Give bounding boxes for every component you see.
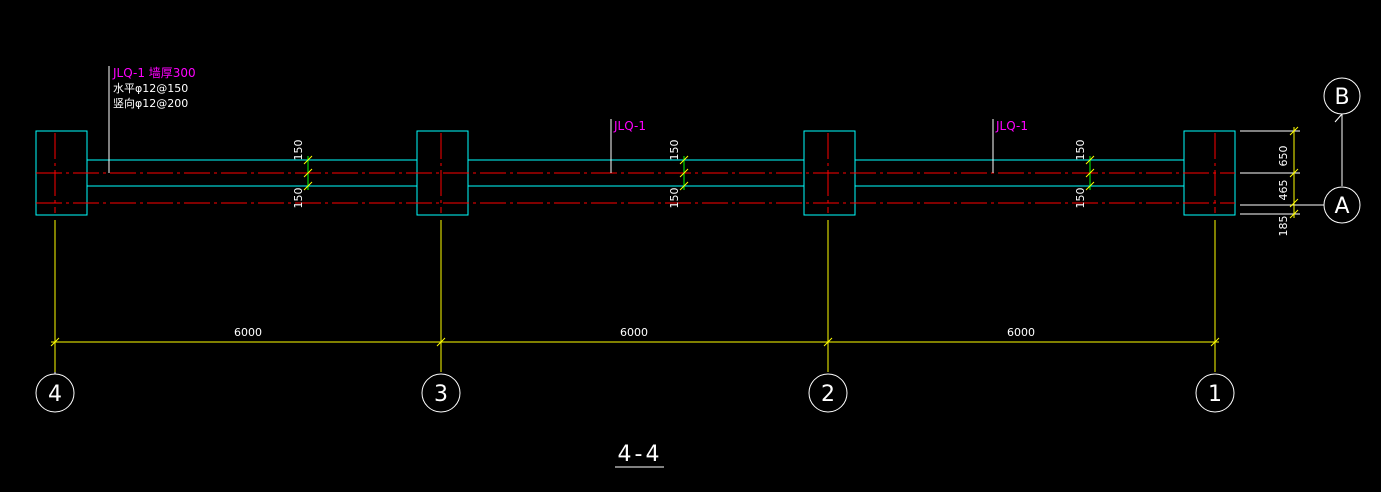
- axis-label-2: 2: [821, 382, 835, 407]
- axis-bubble-a: A: [1240, 186, 1361, 224]
- wall-note-line3: 竖向φ12@200: [113, 96, 188, 110]
- axis-label-a: A: [1334, 194, 1349, 219]
- span-dim-3: 6000: [1007, 326, 1035, 339]
- span-dimension-line: [50, 337, 1220, 347]
- right-dim-185: 185: [1277, 216, 1290, 237]
- right-dim-465: 465: [1277, 180, 1290, 201]
- wall-thickness-dim-1: 150 150: [292, 140, 313, 209]
- wall-thickness-dim-3: 150 150: [1074, 140, 1095, 209]
- axis-bubble-3: 3: [421, 373, 461, 413]
- wall-tag-1: JLQ-1: [613, 119, 646, 133]
- axis-bubble-1: 1: [1195, 373, 1235, 413]
- centerlines: [36, 133, 1235, 213]
- axis-bubble-4: 4: [35, 372, 75, 413]
- right-dimension-chain: [1240, 126, 1300, 219]
- axis-label-3: 3: [434, 382, 448, 407]
- axis-label-b: B: [1334, 85, 1349, 110]
- wall-tag-2: JLQ-1: [995, 119, 1028, 133]
- wall-dim-lower-1: 150: [292, 188, 305, 209]
- wall-dim-upper-3: 150: [1074, 140, 1087, 161]
- wall-thickness-dim-2: 150 150: [668, 140, 689, 209]
- span-dim-2: 6000: [620, 326, 648, 339]
- axis-label-1: 1: [1208, 382, 1222, 407]
- wall-note-line1: JLQ-1 墙厚300: [112, 66, 196, 80]
- section-title: 4-4: [618, 442, 663, 467]
- axis-bubble-b: B: [1323, 77, 1361, 186]
- wall-dim-lower-2: 150: [668, 188, 681, 209]
- axis-bubble-2: 2: [808, 373, 848, 413]
- wall-dim-upper-2: 150: [668, 140, 681, 161]
- span-dim-1: 6000: [234, 326, 262, 339]
- wall-outline: [87, 159, 1184, 187]
- wall-dim-lower-3: 150: [1074, 188, 1087, 209]
- axis-label-4: 4: [48, 382, 62, 407]
- right-dim-650: 650: [1277, 146, 1290, 167]
- wall-note-line2: 水平φ12@150: [113, 82, 188, 95]
- wall-dim-upper-1: 150: [292, 140, 305, 161]
- axis-extension-lines: [54, 220, 1216, 372]
